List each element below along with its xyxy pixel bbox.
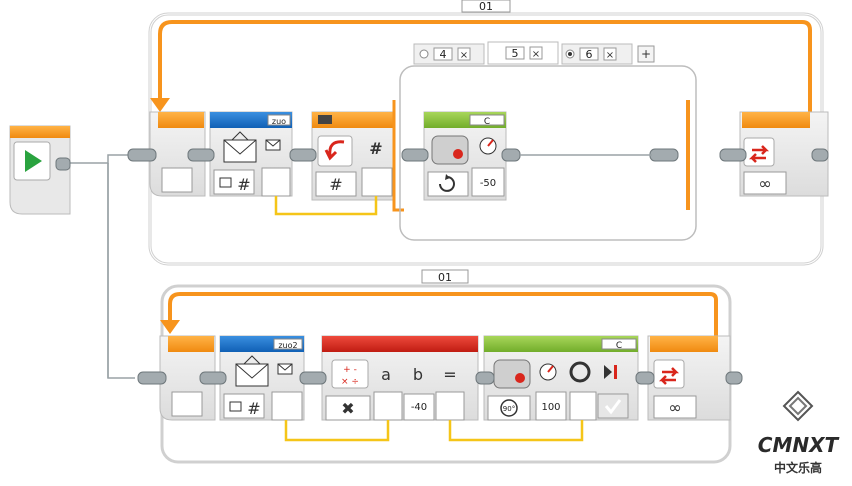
check-icon xyxy=(604,399,622,415)
switch-input-glyph: # xyxy=(369,139,382,158)
math-input-b-label: b xyxy=(413,365,423,384)
math-block[interactable]: + - × ÷ a b = ✖ -40 xyxy=(321,335,479,421)
motor-icon xyxy=(493,359,531,389)
add-case-button[interactable]: + xyxy=(637,45,655,63)
loop-2-name-box[interactable] xyxy=(421,269,469,284)
case-tab-5[interactable]: 5 × xyxy=(487,41,559,65)
loop-1[interactable]: 01 ∞ xyxy=(148,0,829,266)
loop-1-name: 01 xyxy=(479,0,493,13)
svg-text:6: 6 xyxy=(586,48,593,61)
case-tab-4[interactable]: 4 × xyxy=(413,43,485,65)
loop-arrow-icon xyxy=(160,320,180,334)
plus-icon: + xyxy=(641,47,651,61)
svg-text:× ÷: × ÷ xyxy=(341,377,359,387)
message-receive-block-2[interactable]: zuo2 # xyxy=(219,335,305,421)
data-wires xyxy=(274,196,584,442)
math-ops-icon: + - × ÷ xyxy=(331,359,369,389)
math-input-a[interactable] xyxy=(373,391,403,421)
motor-1-power[interactable]: -50 xyxy=(480,178,496,189)
loop-1-end-icon xyxy=(743,137,775,167)
motor-2-port[interactable]: C xyxy=(616,341,622,351)
loop-arrow-icon xyxy=(150,98,170,112)
switch-block[interactable]: # # xyxy=(311,100,690,212)
message-1-name[interactable]: zuo xyxy=(272,117,286,126)
motor-1-port[interactable]: C xyxy=(484,117,490,127)
svg-text:4: 4 xyxy=(440,48,447,61)
close-icon: × xyxy=(606,50,614,61)
sequence-connectors xyxy=(55,148,829,385)
loop-2-mode-button[interactable]: ∞ xyxy=(653,395,697,419)
start-block[interactable] xyxy=(9,125,71,215)
multiply-icon: ✖ xyxy=(341,399,354,418)
case-tab-6[interactable]: 6 × xyxy=(561,43,633,65)
math-input-a-label: a xyxy=(381,365,391,384)
close-icon: × xyxy=(460,50,468,61)
svg-text:∞: ∞ xyxy=(758,174,771,193)
svg-text:#: # xyxy=(237,175,250,194)
motor-2-degrees-input[interactable] xyxy=(569,391,597,421)
play-icon xyxy=(25,150,42,172)
close-icon: × xyxy=(532,49,540,60)
logo-subtitle: 中文乐高 xyxy=(774,460,822,475)
motor-2-degrees: 90° xyxy=(503,405,515,413)
loop-2[interactable]: 01 ∞ xyxy=(159,269,732,464)
math-mode-button[interactable]: ✖ xyxy=(325,395,371,421)
message-receive-block-1[interactable]: zuo # xyxy=(209,111,293,197)
cmnxt-logo: CMNXT 中文乐高 xyxy=(758,390,840,475)
motor-2-brake-toggle[interactable] xyxy=(597,393,629,419)
switch-icon xyxy=(317,135,353,167)
logo-text: CMNXT xyxy=(758,433,840,457)
motor-block-2[interactable]: C 90° 100 xyxy=(483,335,639,421)
message-2-mode-button[interactable]: # xyxy=(223,393,265,419)
loop-2-name: 01 xyxy=(438,271,452,284)
speed-gauge-icon xyxy=(539,363,557,381)
math-result-label: = xyxy=(443,365,456,384)
svg-text:#: # xyxy=(247,399,260,418)
math-input-b-value[interactable]: -40 xyxy=(411,402,427,413)
speed-gauge-icon xyxy=(479,137,497,155)
message-1-mode-button[interactable]: # xyxy=(213,169,255,195)
math-output[interactable] xyxy=(435,391,465,421)
stop-icon xyxy=(604,365,617,379)
svg-text:∞: ∞ xyxy=(668,398,681,417)
loop-1-mode-button[interactable]: ∞ xyxy=(743,171,787,195)
motor-1-mode-button[interactable] xyxy=(427,171,469,197)
motor-block-1[interactable]: C -50 xyxy=(423,111,507,201)
envelope-icon xyxy=(235,355,269,387)
loop-1-name-box[interactable] xyxy=(461,0,511,13)
motor-2-power[interactable]: 100 xyxy=(541,402,560,413)
switch-case-container[interactable]: 4 × 5 × 6 × + xyxy=(399,41,697,241)
svg-text:+ -: + - xyxy=(343,365,357,375)
brake-icon xyxy=(569,361,591,383)
svg-text:5: 5 xyxy=(512,47,519,60)
small-envelope-icon xyxy=(265,139,281,151)
message-2-name[interactable]: zuo2 xyxy=(278,341,297,350)
switch-mode-button[interactable]: # xyxy=(315,171,357,197)
loop-2-end-icon xyxy=(653,359,685,389)
small-envelope-icon xyxy=(277,363,293,375)
motor-icon xyxy=(431,135,469,165)
envelope-icon xyxy=(223,131,257,163)
motor-2-mode-button[interactable]: 90° xyxy=(487,395,531,421)
svg-text:#: # xyxy=(329,175,342,194)
sequence-wires xyxy=(70,154,135,379)
